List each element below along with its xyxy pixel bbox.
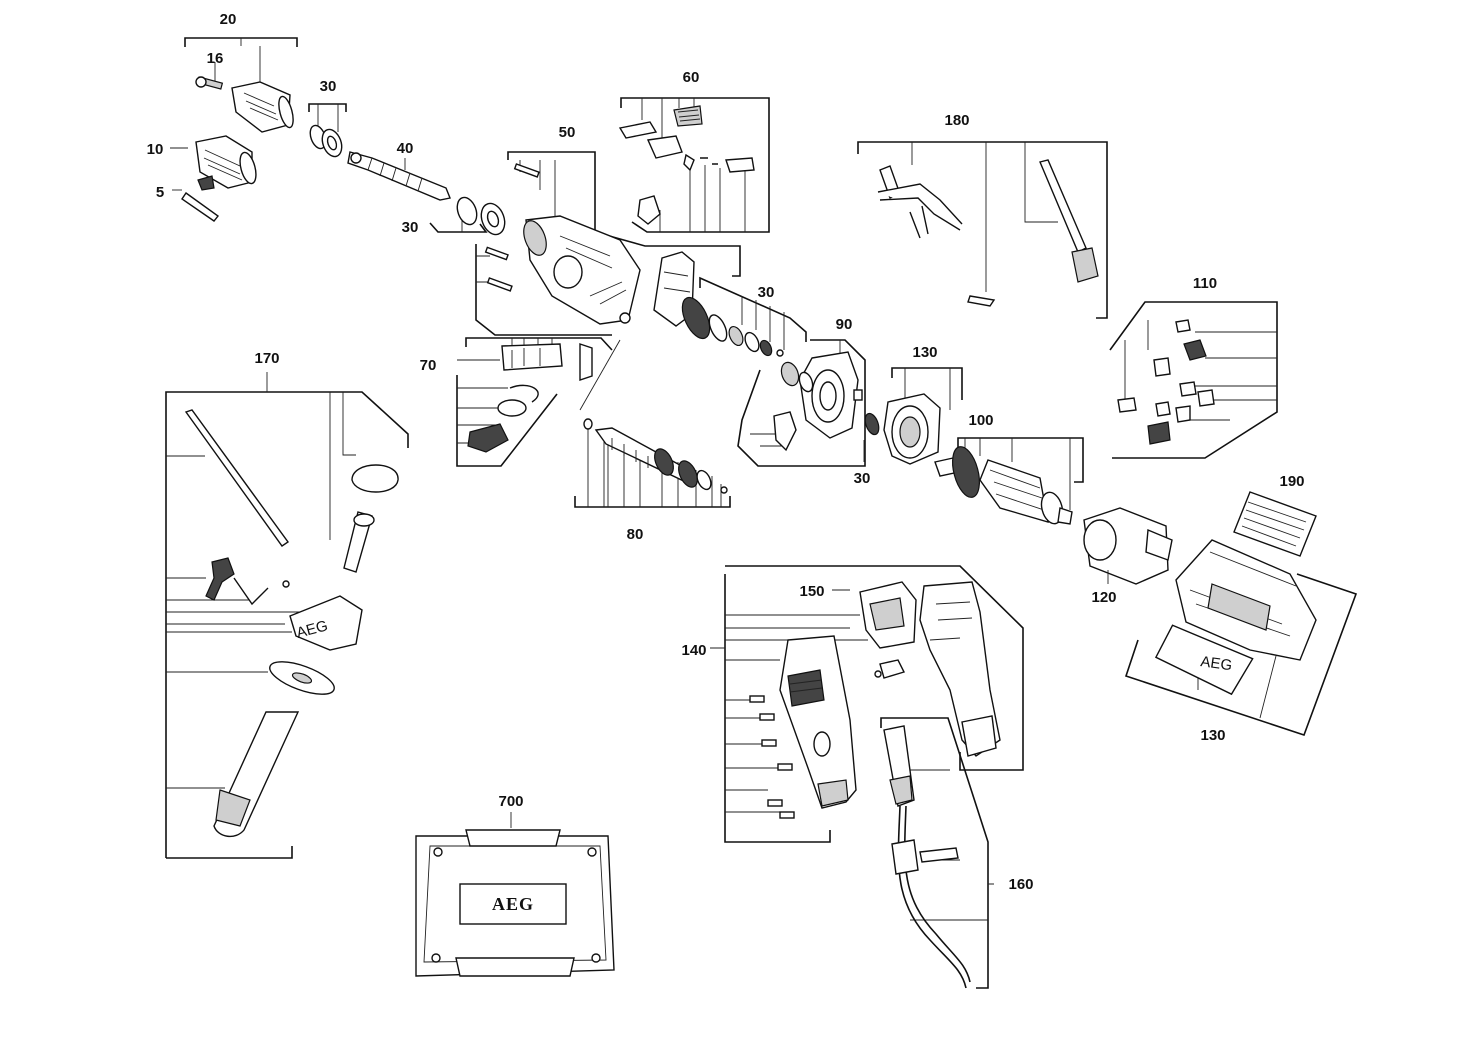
part-group-180: [857, 141, 1108, 319]
label-20: 20: [220, 11, 237, 28]
housing-brand: AEG: [1199, 653, 1233, 674]
label-5: 5: [156, 184, 164, 201]
label-130-b: 130: [1200, 727, 1225, 744]
part-group-160: [880, 717, 994, 989]
label-30-a: 30: [320, 78, 337, 95]
label-120: 120: [1091, 589, 1116, 606]
part-group-130-b: AEG: [1124, 539, 1358, 737]
label-160: 160: [1008, 876, 1033, 893]
label-100: 100: [968, 412, 993, 429]
label-180: 180: [944, 112, 969, 129]
label-10: 10: [147, 141, 164, 158]
label-150: 150: [799, 583, 824, 600]
part-group-130-a: [883, 367, 963, 465]
part-group-60: [618, 97, 770, 233]
label-90: 90: [836, 316, 853, 333]
label-70: 70: [420, 357, 437, 374]
label-130-a: 130: [912, 344, 937, 361]
label-110: 110: [1193, 275, 1217, 292]
label-60: 60: [683, 69, 700, 86]
label-140: 140: [681, 642, 706, 659]
part-group-50: [475, 151, 741, 336]
label-50: 50: [559, 124, 576, 141]
part-group-30-washers: [308, 103, 347, 158]
label-40: 40: [397, 140, 414, 157]
part-group-80: [574, 339, 731, 508]
part-group-90: [737, 339, 866, 467]
part-group-70: [456, 337, 613, 467]
part-group-30-bearings: [429, 196, 506, 236]
part-group-110: [1109, 301, 1278, 459]
label-30-b: 30: [402, 219, 419, 236]
part-group-40: [347, 151, 451, 201]
part-group-10: [170, 135, 257, 222]
part-group-140: [710, 565, 1024, 843]
label-190: 190: [1279, 473, 1304, 490]
part-group-100: [934, 437, 1084, 525]
part-group-190: [1233, 491, 1317, 557]
part-group-30-small-bearing: [863, 412, 880, 462]
label-30-c: 30: [758, 284, 775, 301]
label-80: 80: [627, 526, 644, 543]
part-group-20: [184, 37, 298, 133]
label-170: 170: [254, 350, 279, 367]
part-group-120: [1083, 507, 1173, 585]
label-30-d: 30: [854, 470, 871, 487]
part-group-700: AEG: [415, 812, 615, 977]
label-700: 700: [498, 793, 523, 810]
part-group-170: AEG: [165, 372, 409, 859]
part-group-150: [832, 581, 917, 679]
label-16: 16: [207, 50, 224, 67]
part-group-30-gears: [653, 251, 807, 357]
case-brand: AEG: [492, 894, 534, 914]
